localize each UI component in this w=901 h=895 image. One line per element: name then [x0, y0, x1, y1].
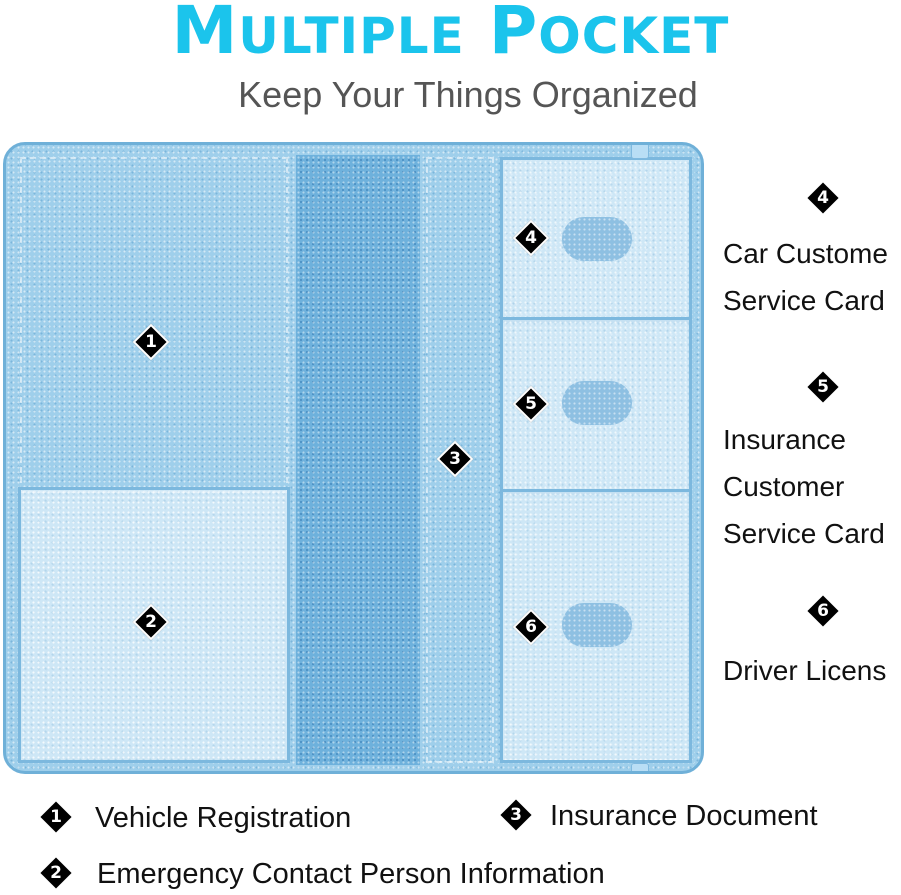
right-label-5-line-3: Service Card	[723, 518, 885, 549]
pen-clip-bottom	[631, 763, 649, 771]
right-label-4-marker-icon: 4	[807, 182, 839, 214]
spine-panel	[296, 155, 420, 765]
page-subtitle: Keep Your Things Organized	[238, 74, 698, 115]
right-label-4-line-1: Car Custome	[723, 238, 888, 269]
title-rest-multiple: ULTIPLE	[238, 7, 465, 65]
page-title: MULTIPLE POCKET	[0, 0, 901, 67]
pen-clip-top	[631, 145, 649, 159]
pocket-4-thumb-cutout	[562, 217, 632, 261]
right-label-5-marker-icon: 5	[807, 371, 839, 403]
organizer-illustration	[3, 142, 704, 774]
legend-1-marker-icon: 1	[40, 801, 72, 833]
legend-3-label: Insurance Document	[550, 800, 818, 832]
right-label-5-line-1: Insurance	[723, 424, 846, 455]
title-initial-p: P	[488, 0, 539, 69]
pocket-5-thumb-cutout	[562, 381, 632, 425]
legend-2-marker-icon: 2	[40, 857, 72, 889]
right-label-5-line-2: Customer	[723, 471, 845, 502]
right-label-6-line-1: Driver Licens	[723, 655, 887, 686]
pocket-6-thumb-cutout	[562, 603, 632, 647]
title-rest-pocket: OCKET	[538, 7, 730, 65]
pocket-1-panel	[20, 157, 288, 493]
legend-1-label: Vehicle Registration	[95, 802, 352, 834]
right-label-4-line-2: Service Card	[723, 285, 885, 316]
legend-2-label: Emergency Contact Person Information	[97, 858, 605, 890]
title-initial-m: M	[171, 0, 239, 69]
right-label-6-marker-icon: 6	[807, 595, 839, 627]
legend-3-marker-icon: 3	[500, 799, 532, 831]
